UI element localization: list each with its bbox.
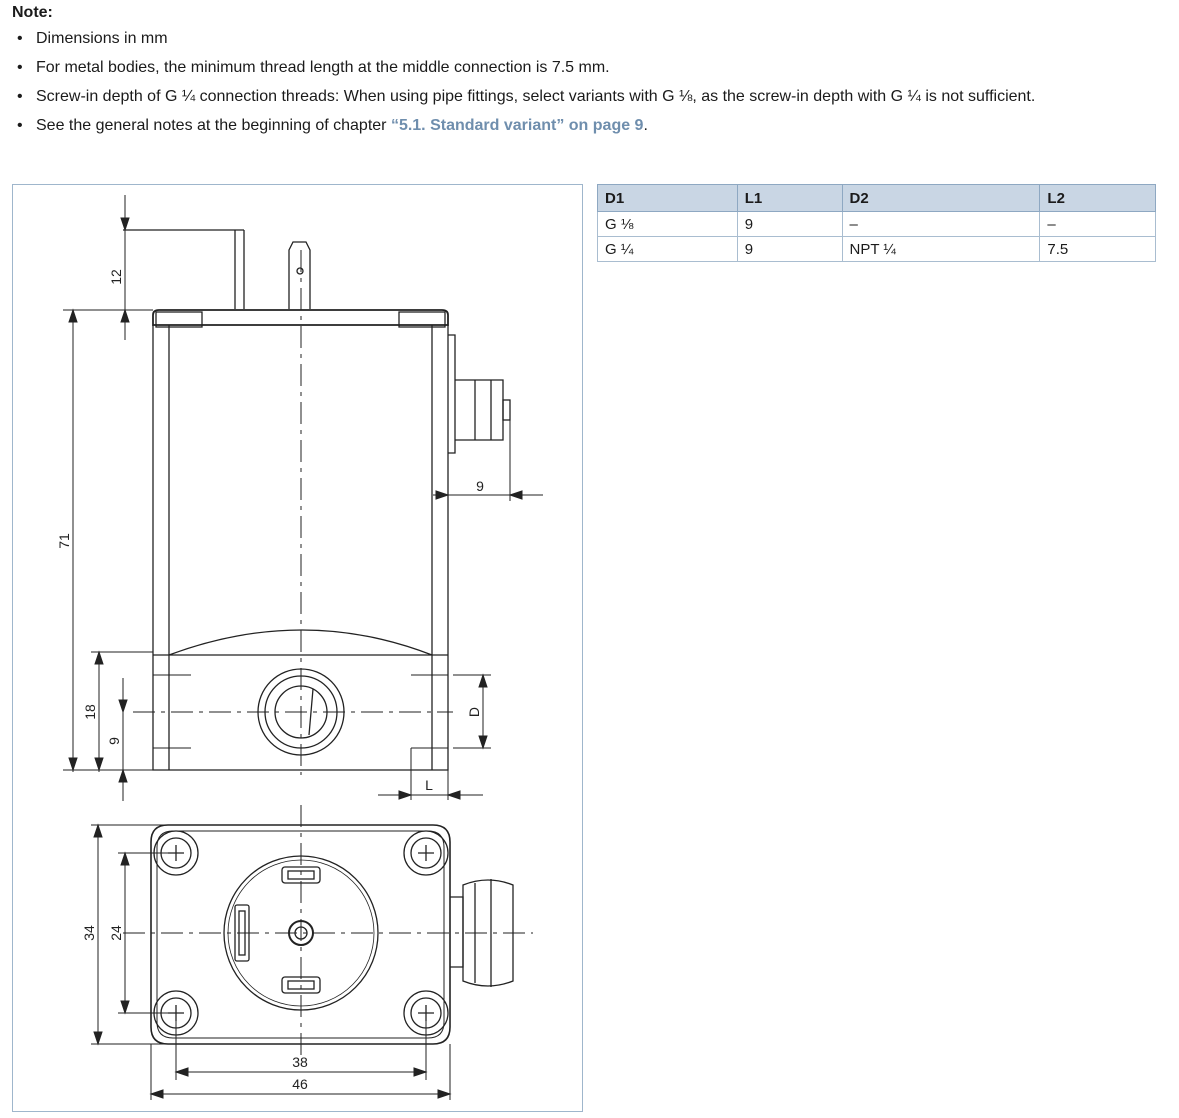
table-cell: 7.5 — [1039, 236, 1156, 262]
note-text: Dimensions in mm — [36, 30, 168, 47]
dim-label-d: D — [466, 707, 482, 717]
table-cell: G ⅛ — [597, 211, 738, 237]
table-cell: – — [1039, 211, 1156, 237]
dim-label-9-connector: 9 — [476, 478, 484, 494]
top-view-dimensions — [91, 823, 452, 1100]
dim-label-12: 12 — [108, 269, 124, 285]
note-item: See the general notes at the beginning o… — [12, 115, 1162, 136]
top-view — [123, 805, 533, 1055]
dim-label-46: 46 — [292, 1076, 308, 1092]
note-suffix: . — [643, 117, 648, 134]
screw-icon — [403, 830, 449, 876]
notes-list: Dimensions in mm For metal bodies, the m… — [12, 28, 1162, 144]
chapter-link[interactable]: “5.1. Standard variant” on page 9 — [390, 117, 644, 134]
dim-label-34: 34 — [81, 925, 97, 941]
dim-label-9-port: 9 — [106, 737, 122, 745]
table-cell: – — [841, 211, 1041, 237]
table-cell: NPT ¼ — [841, 236, 1041, 262]
side-view-dimensions — [63, 195, 543, 801]
column-header: D1 — [597, 184, 738, 212]
note-title: Note: — [12, 4, 53, 21]
dim-label-24: 24 — [108, 925, 124, 941]
side-view — [123, 229, 511, 775]
note-text: For metal bodies, the minimum thread len… — [36, 59, 610, 76]
table-cell: 9 — [736, 211, 843, 237]
dimensions-table: D1 L1 D2 L2 G ⅛ 9 – – G ¼ 9 NPT ¼ 7.5 — [597, 184, 1156, 262]
note-text: See the general notes at the beginning o… — [36, 117, 391, 134]
table-header-row: D1 L1 D2 L2 — [597, 184, 1156, 212]
dim-label-18: 18 — [82, 704, 98, 720]
column-header: L1 — [736, 184, 843, 212]
table-cell: G ¼ — [597, 236, 738, 262]
note-text: Screw-in depth of G ¼ connection threads… — [36, 88, 1036, 105]
note-item: For metal bodies, the minimum thread len… — [12, 57, 1162, 78]
table-row: G ⅛ 9 – – — [597, 211, 1156, 237]
dim-label-38: 38 — [292, 1054, 308, 1070]
note-item: Dimensions in mm — [12, 28, 1162, 49]
note-item: Screw-in depth of G ¼ connection threads… — [12, 86, 1162, 107]
column-header: D2 — [841, 184, 1041, 212]
dim-label-71: 71 — [56, 533, 72, 549]
dim-label-l: L — [425, 777, 433, 793]
table-row: G ¼ 9 NPT ¼ 7.5 — [597, 236, 1156, 262]
column-header: L2 — [1039, 184, 1156, 212]
dimension-drawing: 12 71 18 9 D L 9 34 24 38 46 — [12, 184, 583, 1112]
table-cell: 9 — [736, 236, 843, 262]
